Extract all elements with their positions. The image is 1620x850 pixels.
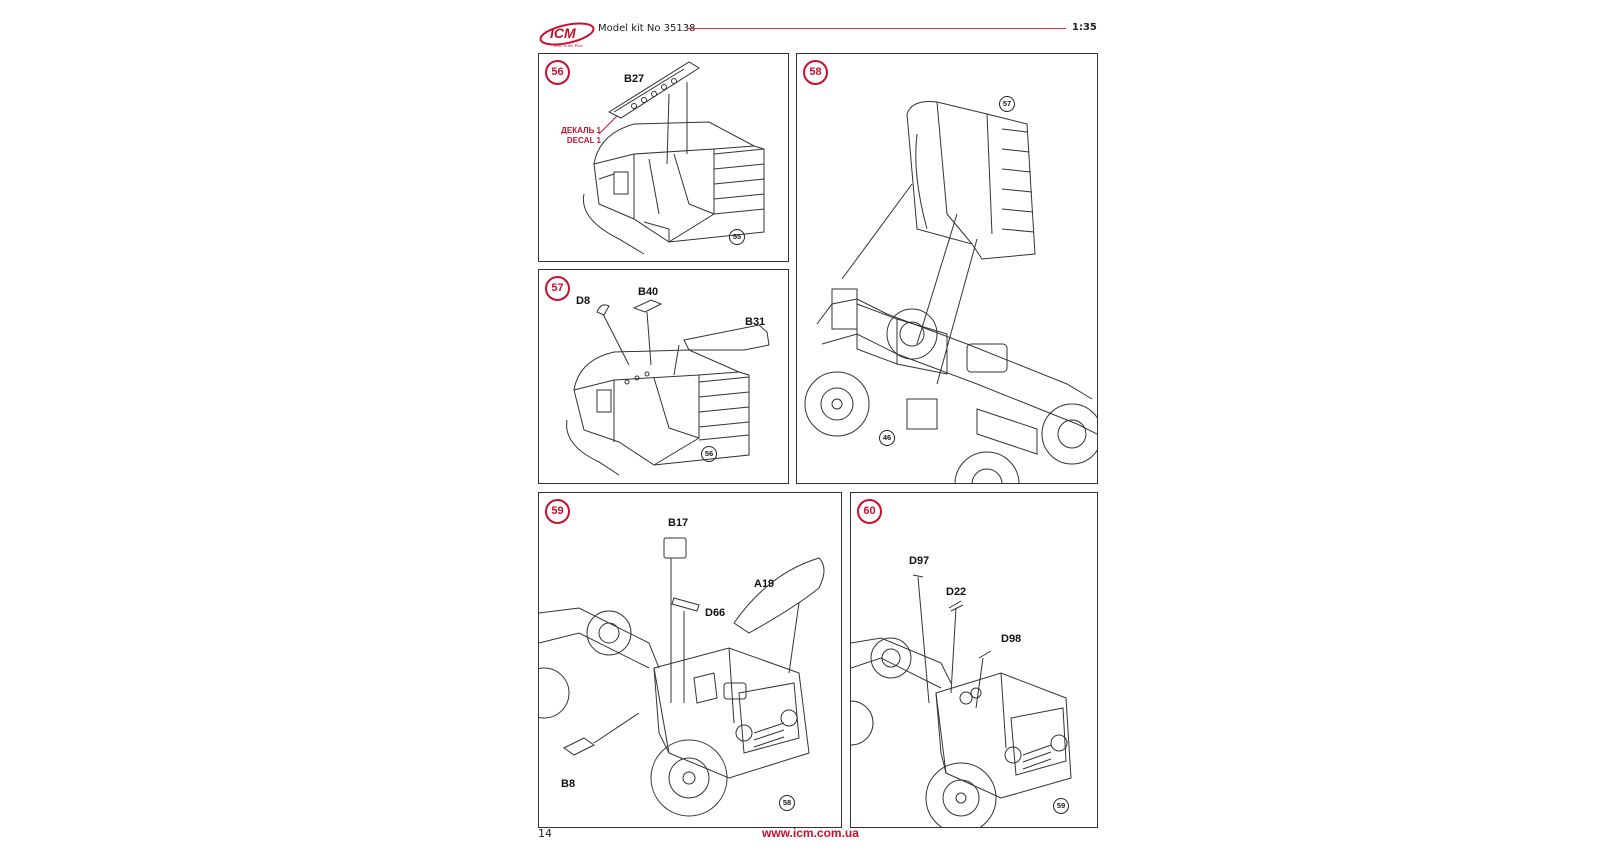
step-57-badge: 57 (545, 276, 570, 301)
page-number: 14 (538, 827, 552, 840)
part-label-b8: B8 (561, 778, 576, 790)
part-label-b31: B31 (745, 316, 766, 328)
ref-step-57: 57 (999, 96, 1015, 112)
part-label-b27: B27 (624, 73, 645, 85)
ref-step-59: 59 (1053, 798, 1069, 814)
kit-scale: 1:35 (1072, 22, 1097, 33)
part-label-d66: D66 (705, 607, 726, 619)
step-56-badge: 56 (545, 60, 570, 85)
icm-logo: ICM Role in the Past (538, 20, 596, 48)
step-57-panel: 57 D8 B40 B31 56 (538, 269, 789, 484)
part-label-a19: A19 (754, 578, 775, 590)
footer-url-link[interactable]: www.icm.com.ua (762, 826, 859, 840)
part-label-d98: D98 (1001, 633, 1022, 645)
cab-drawing-57 (566, 299, 770, 476)
step-60-badge: 60 (857, 499, 882, 524)
truck-drawing-59 (539, 537, 825, 817)
ref-step-55: 55 (729, 229, 745, 245)
decal-label-ru: ДЕКАЛЬ 1 (561, 126, 601, 135)
step-58-panel: 58 57 46 (796, 53, 1098, 484)
truck-drawing-60 (851, 574, 1072, 827)
cab-drawing-56 (582, 61, 765, 255)
decal-label-en: DECAL 1 (566, 136, 601, 145)
svg-text:ICM: ICM (550, 25, 576, 41)
chassis-drawing-58 (804, 101, 1097, 483)
part-label-d97: D97 (909, 555, 930, 567)
step-56-panel: 56 B27 ДЕКАЛЬ 1 DECAL 1 55 (538, 53, 789, 262)
step-58-badge: 58 (803, 60, 828, 85)
ref-step-56: 56 (701, 446, 717, 462)
ref-step-46: 46 (879, 430, 895, 446)
part-label-b40: B40 (638, 286, 659, 298)
step-59-badge: 59 (545, 499, 570, 524)
header-divider (688, 28, 1066, 29)
svg-text:Role in the Past: Role in the Past (553, 43, 583, 48)
part-label-b17: B17 (668, 517, 689, 529)
kit-title: Model kit No 35138 (598, 23, 696, 34)
step-60-panel: 60 D97 D22 D98 59 (850, 492, 1098, 828)
ref-step-58: 58 (779, 795, 795, 811)
step-59-panel: 59 B17 A19 D66 B8 58 (538, 492, 842, 828)
part-label-d8: D8 (576, 295, 591, 307)
part-label-d22: D22 (946, 586, 967, 598)
